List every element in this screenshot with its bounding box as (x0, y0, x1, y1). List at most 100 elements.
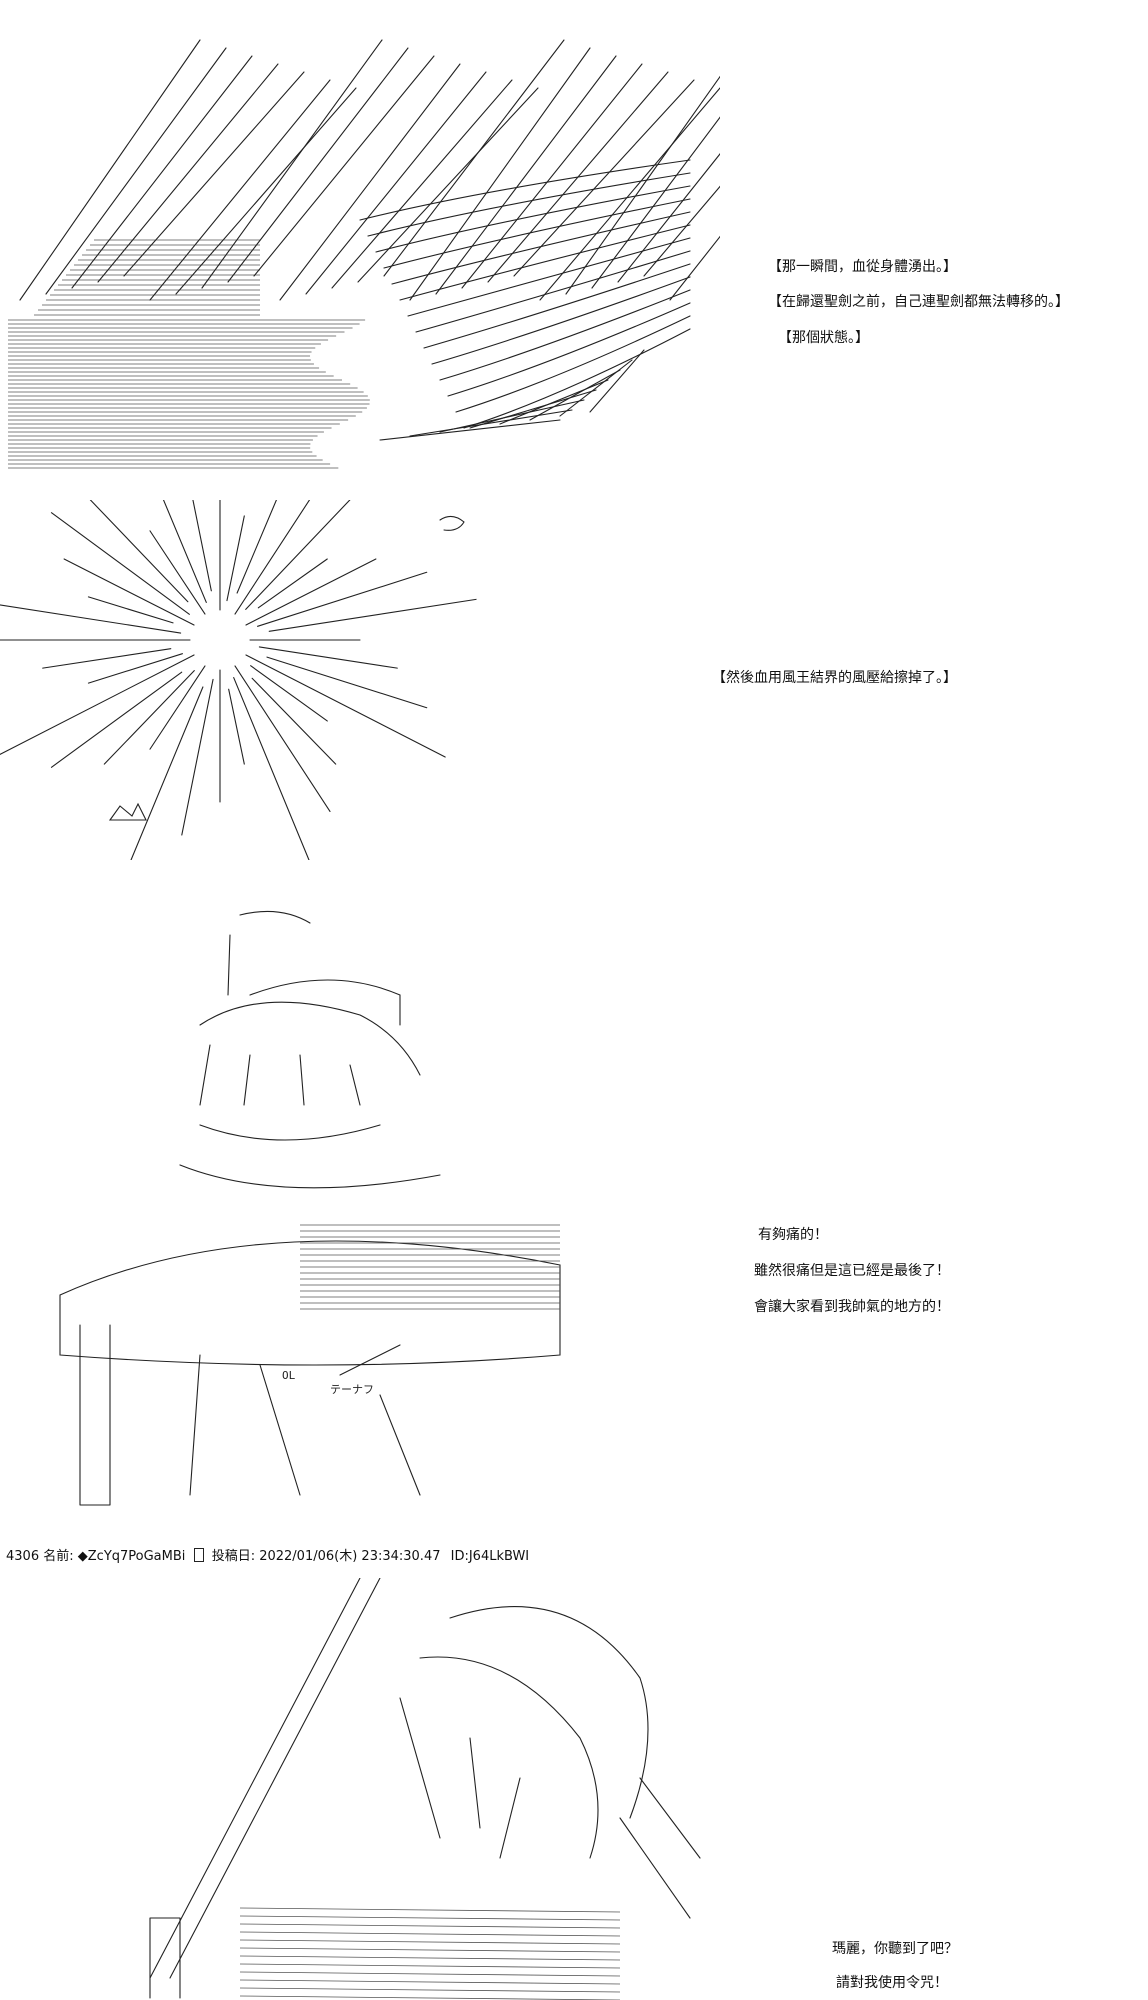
wind-stroke (279, 63, 461, 301)
sword-blade (149, 1578, 361, 1979)
burst-ray (257, 558, 328, 609)
ground-hatch (239, 1995, 621, 2000)
wind-curve (423, 263, 691, 349)
wind-curve (383, 198, 691, 269)
shoulder-outline (179, 1124, 441, 1189)
burst-ray (236, 500, 277, 594)
wind-stroke (669, 235, 720, 301)
wind-stroke (71, 55, 253, 289)
burst-ray (234, 500, 311, 615)
pillar-outline (149, 1917, 181, 1999)
burst-ray (63, 558, 195, 626)
panel4-line-2: 請對我使用令咒！ (836, 1975, 948, 1991)
face-lines (399, 1697, 521, 1859)
burst-ray (258, 646, 398, 669)
burst-ray (181, 678, 214, 836)
wind-curve (447, 302, 691, 397)
wind-stroke (461, 63, 643, 289)
burst-ray (87, 653, 183, 684)
post-date-label: 投稿日: (211, 1549, 256, 1564)
post-name-label: 名前: (43, 1549, 74, 1564)
burst-ray (50, 512, 190, 615)
burst-ray (103, 670, 195, 765)
burst-ray (149, 530, 206, 615)
wind-stroke (331, 79, 513, 289)
wind-stroke (97, 63, 279, 283)
wind-stroke (123, 71, 305, 277)
post-date: 2022/01/06(木) 23:34:30.47 (259, 1549, 441, 1564)
wind-stroke (19, 39, 201, 301)
post-number: 4306 (6, 1549, 40, 1564)
panel3-line-3: 會讓大家看到我帥氣的地方的！ (754, 1299, 950, 1315)
wind-stroke (227, 47, 409, 283)
burst-ray (0, 604, 182, 634)
wind-stroke (175, 87, 357, 295)
wind-stroke (565, 75, 720, 295)
hair-strand (619, 1777, 701, 1919)
post-author-name: ◆ZcYq7PoGaMBi (77, 1549, 186, 1564)
burst-ray (228, 688, 245, 765)
wind-curve (359, 159, 691, 221)
burst-ray (50, 671, 183, 768)
burst-ray (226, 515, 245, 602)
ground-hatch (239, 1939, 621, 1945)
burst-ray (130, 686, 204, 860)
post-id: ID:J64LkBWI (450, 1549, 530, 1564)
hair-arc (449, 1606, 649, 1819)
ground-hatch (239, 1931, 621, 1937)
burst-ray (234, 665, 331, 813)
wind-stroke (409, 47, 591, 301)
panel4-line-1: 瑪麗，你聽到了吧？ (832, 1941, 958, 1957)
burst-ray (251, 677, 337, 765)
wind-curve (415, 250, 691, 333)
ground-hatch (239, 1915, 621, 1921)
wind-stroke (589, 349, 645, 413)
burst-ray (89, 500, 189, 603)
cape-outline (59, 1240, 561, 1366)
ascii-art-wind-burst (0, 20, 720, 475)
post-header: 4306 名前: ◆ZcYq7PoGaMBi 投稿日: 2022/01/06(木… (6, 1548, 529, 1565)
head-outline (199, 1001, 421, 1076)
wind-stroke (305, 71, 487, 295)
burst-ray (87, 596, 174, 624)
wind-curve (391, 211, 691, 285)
ground-hatch (239, 1923, 621, 1929)
wind-stroke (253, 55, 435, 277)
ascii-art-sword-figure (0, 1578, 720, 2000)
wind-curve (375, 185, 691, 253)
wind-stroke (643, 185, 720, 277)
burst-ray (257, 571, 428, 627)
panel1-line-3: 【那個狀態。】 (778, 330, 869, 346)
ascii-label-tenafu: テーナフ (330, 1383, 374, 1396)
wind-burst-drawing (8, 39, 720, 469)
ground-hatch (239, 1971, 621, 1977)
burst-spark (108, 802, 147, 821)
wind-curve (367, 172, 691, 237)
burst-ray (192, 500, 212, 592)
ground-hatch (239, 1947, 621, 1953)
wind-stroke (409, 409, 573, 437)
wind-stroke (499, 379, 609, 425)
wind-curve (439, 289, 691, 381)
wind-curve (455, 315, 691, 413)
radial-burst-drawing (0, 500, 477, 860)
burst-ray (245, 558, 377, 626)
ascii-art-radial-burst (0, 500, 720, 860)
wind-stroke (439, 399, 585, 433)
wind-stroke (469, 389, 597, 429)
hair-outline (227, 910, 401, 1026)
wind-curve (463, 328, 691, 429)
post-separator-icon (193, 1548, 204, 1562)
wind-stroke (201, 39, 383, 289)
burst-ray (266, 656, 428, 709)
wind-curve (431, 276, 691, 365)
wind-stroke (617, 153, 720, 283)
burst-ray (0, 654, 195, 755)
wind-stroke (559, 359, 633, 417)
burst-ray (162, 500, 207, 603)
burst-ray (250, 665, 328, 722)
panel1-line-2: 【在歸還聖劍之前，自己連聖劍都無法轉移的。】 (768, 294, 1069, 310)
wind-curve (399, 224, 691, 301)
burst-ray (149, 665, 206, 750)
